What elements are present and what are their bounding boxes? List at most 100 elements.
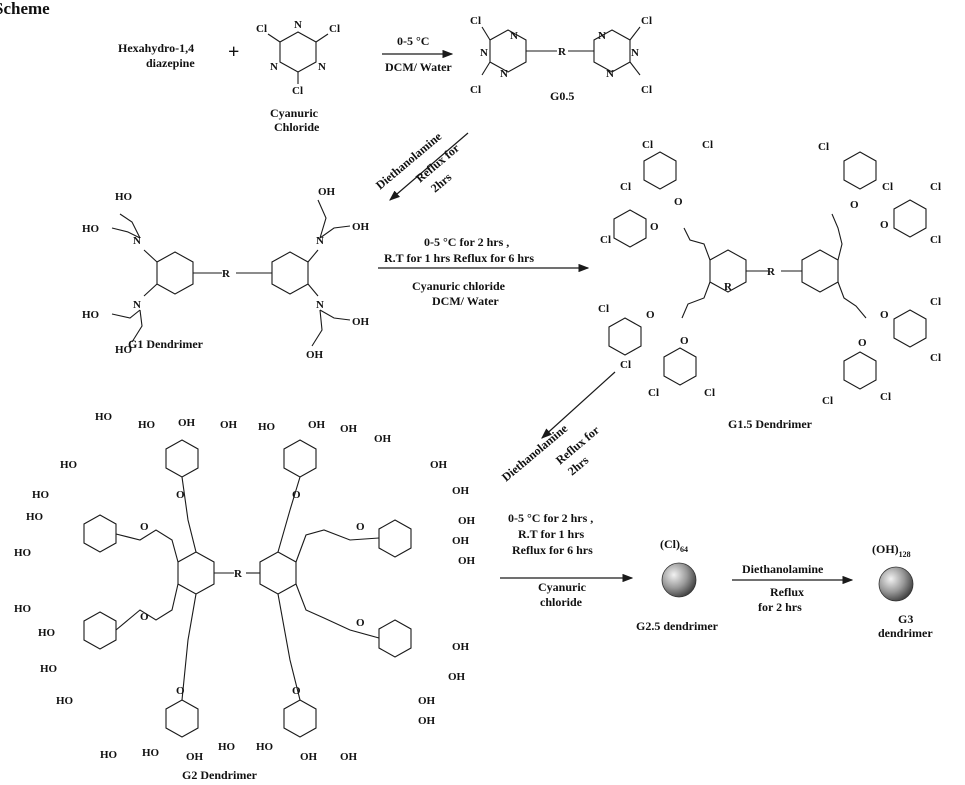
atom-ho: HO [14, 603, 32, 615]
atom-o: O [880, 219, 889, 231]
atom-cl: Cl [818, 141, 829, 153]
atom-cl: Cl [292, 85, 303, 97]
step3-condition-1: 0-5 °C for 2 hrs , [424, 235, 509, 249]
atom-ho: HO [115, 191, 133, 203]
atom-oh: OH [452, 485, 470, 497]
atom-n: N [606, 68, 614, 80]
reactant-cyanuric-line1: Cyanuric [270, 106, 319, 120]
atom-cl: Cl [930, 352, 941, 364]
atom-n: N [270, 61, 278, 73]
step5-reagent-1: Cyanuric [538, 580, 587, 594]
atom-o: O [356, 617, 365, 629]
atom-oh: OH [418, 715, 436, 727]
reactant-cyanuric-line2: Chloride [274, 120, 320, 134]
reactant-hexahydro-line2: diazepine [146, 56, 195, 70]
atom-oh: OH [340, 751, 358, 763]
atom-ho: HO [142, 747, 160, 759]
atom-cl: Cl [329, 23, 340, 35]
atom-oh: OH [352, 316, 370, 328]
g15-label: G1.5 Dendrimer [728, 417, 813, 431]
atom-cl: Cl [620, 359, 631, 371]
atom-o: O [356, 521, 365, 533]
atom-cl: Cl [600, 234, 611, 246]
atom-r: R [724, 281, 733, 293]
atom-n: N [480, 47, 488, 59]
atom-r: R [767, 266, 776, 278]
g15-structure: R R Cl Cl Cl Cl Cl Cl Cl Cl Cl Cl Cl Cl … [598, 139, 941, 407]
atom-oh: OH [220, 419, 238, 431]
atom-ho: HO [258, 421, 276, 433]
atom-ho: HO [38, 627, 56, 639]
g3-formula: (OH)128 [872, 542, 911, 559]
atom-ho: HO [82, 223, 100, 235]
atom-o: O [176, 489, 185, 501]
atom-oh: OH [186, 751, 204, 763]
atom-cl: Cl [470, 84, 481, 96]
step5-reagent-2: chloride [540, 595, 583, 609]
atom-cl: Cl [256, 23, 267, 35]
atom-o: O [176, 685, 185, 697]
atom-oh: OH [418, 695, 436, 707]
atom-ho: HO [82, 309, 100, 321]
atom-n: N [316, 235, 324, 247]
atom-n: N [500, 68, 508, 80]
atom-ho: HO [40, 663, 58, 675]
atom-ho: HO [256, 741, 274, 753]
atom-oh: OH [448, 671, 466, 683]
g25-label: G2.5 dendrimer [636, 619, 719, 633]
atom-n: N [510, 30, 518, 42]
atom-oh: OH [452, 535, 470, 547]
atom-oh: OH [178, 417, 196, 429]
atom-n: N [316, 299, 324, 311]
atom-cl: Cl [641, 15, 652, 27]
atom-cl: Cl [598, 303, 609, 315]
scheme-title: Scheme [0, 0, 50, 18]
cyanuric-chloride-structure: Cl Cl Cl N N N [256, 19, 340, 97]
atom-n: N [294, 19, 302, 31]
g25-formula: (Cl)64 [660, 537, 688, 554]
atom-oh: OH [430, 459, 448, 471]
g1-label: G1 Dendrimer [128, 337, 204, 351]
atom-ho: HO [115, 344, 133, 356]
atom-ho: HO [56, 695, 74, 707]
atom-oh: OH [374, 433, 392, 445]
atom-cl: Cl [822, 395, 833, 407]
g2-structure: R HO HO HO HO HO HO HO HO HO HO HO HO HO… [14, 411, 476, 763]
atom-n: N [318, 61, 326, 73]
atom-o: O [140, 521, 149, 533]
atom-ho: HO [60, 459, 78, 471]
atom-r: R [234, 568, 243, 580]
atom-ho: HO [100, 749, 118, 761]
g05-structure: R Cl Cl Cl Cl N N N N N N [470, 15, 652, 96]
step6-condition-1: Reflux [770, 585, 804, 599]
atom-oh: OH [306, 349, 324, 361]
atom-cl: Cl [470, 15, 481, 27]
g3-label-line1: G3 [898, 612, 913, 626]
atom-ho: HO [95, 411, 113, 423]
atom-o: O [674, 196, 683, 208]
step5-condition-2: R.T for 1 hrs [518, 527, 585, 541]
atom-oh: OH [318, 186, 336, 198]
atom-o: O [646, 309, 655, 321]
atom-o: O [850, 199, 859, 211]
atom-cl: Cl [882, 181, 893, 193]
atom-oh: OH [300, 751, 318, 763]
atom-n: N [133, 299, 141, 311]
g3-label-line2: dendrimer [878, 626, 933, 640]
atom-cl: Cl [880, 391, 891, 403]
atom-cl: Cl [641, 84, 652, 96]
reaction-arrow-4 [541, 371, 616, 439]
atom-cl: Cl [930, 181, 941, 193]
g1-structure: R N N N N HO HO HO HO OH OH OH OH [82, 186, 370, 361]
g3-dendrimer-sphere [878, 566, 914, 602]
atom-o: O [858, 337, 867, 349]
reactant-hexahydro-line1: Hexahydro-1,4 [118, 41, 194, 55]
atom-oh: OH [452, 641, 470, 653]
atom-oh: OH [458, 515, 476, 527]
atom-o: O [680, 335, 689, 347]
plus-sign: + [228, 41, 239, 63]
atom-ho: HO [26, 511, 44, 523]
atom-cl: Cl [930, 296, 941, 308]
atom-cl: Cl [642, 139, 653, 151]
